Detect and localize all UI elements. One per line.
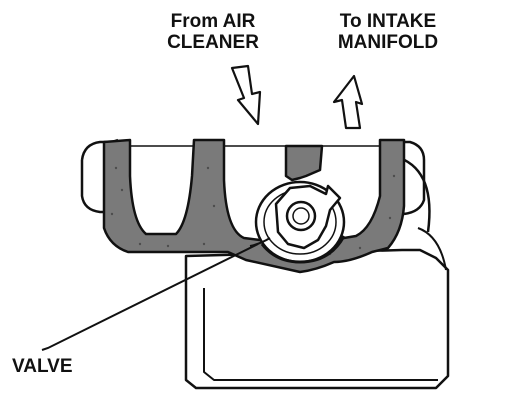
to-intake-manifold-label: To INTAKE MANIFOLD <box>318 11 458 53</box>
housing-outline <box>80 138 426 216</box>
valve-flap <box>249 184 342 250</box>
valve-label: VALVE <box>12 356 73 377</box>
outlet-arrow-icon <box>332 74 364 130</box>
to-label-line1: To INTAKE <box>339 11 437 32</box>
from-label-line1: From AIR <box>170 11 256 32</box>
valve-leader-line <box>41 243 259 351</box>
to-label-line2: MANIFOLD <box>337 32 439 53</box>
inlet-arrow-icon <box>230 64 262 126</box>
from-air-cleaner-label: From AIR CLEANER <box>148 11 278 53</box>
housing-casting <box>102 138 406 274</box>
casting-shading <box>110 166 396 256</box>
from-label-line2: CLEANER <box>167 32 259 53</box>
